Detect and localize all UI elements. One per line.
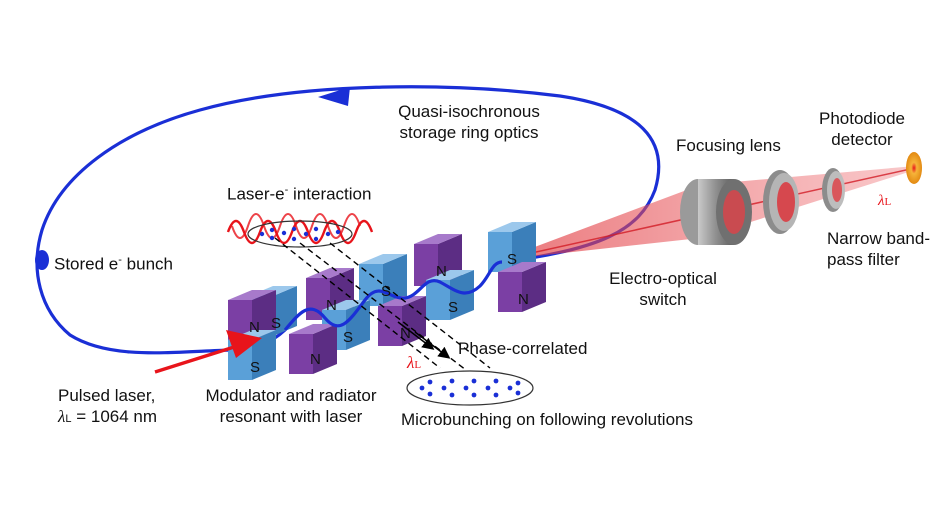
laser-e-text: Laser-e: [227, 184, 285, 204]
eo-switch-line2: switch: [639, 290, 687, 309]
wavelength-value: = 1064 nm: [71, 407, 158, 426]
phase-correlated-label: Phase-correlated: [458, 339, 588, 358]
phase-correlation-arrows: [397, 321, 451, 359]
ring-optics-line1: Quasi-isochronous: [398, 102, 540, 121]
magnet-block: [498, 262, 546, 312]
magnet-block: [289, 324, 337, 374]
stored-bunch-dot: [35, 250, 49, 270]
magnet-pole-label: N: [436, 263, 447, 280]
magnet-pole-label: N: [249, 319, 260, 336]
magnet-pole-label: S: [271, 315, 281, 332]
magnet-pole-label: S: [507, 251, 517, 268]
lambda-filter-label: λL: [878, 190, 891, 213]
storage-ring-beam-path: [35, 85, 661, 355]
photodiode-label: Photodiode detector: [812, 108, 912, 150]
lambda-symbol: λ: [407, 353, 415, 372]
ring-optics-line2: storage ring optics: [399, 123, 539, 142]
modulator-line2: resonant with laser: [219, 407, 363, 426]
lambda-subscript: L: [884, 196, 892, 208]
focusing-lens-label: Focusing lens: [676, 136, 781, 155]
modulator-label: Modulator and radiator resonant with las…: [196, 385, 386, 427]
focusing-lens-assembly: [680, 179, 752, 245]
photodiode-detector: [906, 152, 922, 184]
bandpass-ring-1: [763, 170, 799, 234]
lambda-subscript: L: [414, 359, 422, 371]
photodiode-line2: detector: [831, 130, 893, 149]
magnet-block: [426, 270, 474, 320]
modulator-line1: Modulator and radiator: [205, 386, 377, 405]
bunch-text: bunch: [121, 254, 173, 274]
laser-e-interaction-region: [226, 213, 374, 248]
ring-direction-arrow: [318, 87, 350, 106]
lambda-center-label: λL: [407, 352, 421, 376]
electron-superscript: -: [118, 254, 122, 266]
magnet-pole-label: N: [400, 325, 411, 342]
magnet-pole-label: S: [250, 359, 260, 376]
narrow-bandpass-filter: [822, 168, 845, 212]
magnet-block: [488, 222, 536, 272]
magnet-pole-label: S: [448, 299, 458, 316]
stored-e-text: Stored e: [54, 254, 119, 274]
pulsed-laser-line1: Pulsed laser,: [58, 386, 156, 405]
lambda-symbol: λ: [878, 193, 885, 209]
ring-optics-label: Quasi-isochronous storage ring optics: [384, 101, 554, 143]
eo-switch-line1: Electro-optical: [609, 269, 717, 288]
magnet-pole-label: N: [310, 351, 321, 368]
stored-bunch-label: Stored e- bunch: [54, 250, 173, 275]
pulsed-laser-arrow: [154, 330, 262, 374]
pulsed-laser-label: Pulsed laser, λL = 1064 nm: [58, 385, 157, 430]
lambda-subscript: L: [65, 413, 72, 425]
lambda-symbol: λ: [58, 407, 66, 426]
undulator-magnet-array: [228, 222, 546, 380]
eo-switch-label: Electro-optical switch: [588, 268, 738, 310]
narrow-filter-line2: pass filter: [827, 250, 900, 269]
microbunching-ellipse: [406, 370, 534, 406]
microbunching-label: Microbunching on following revolutions: [401, 410, 693, 429]
magnet-pole-label: N: [326, 297, 337, 314]
electron-superscript: -: [284, 184, 289, 196]
magnet-pole-label: S: [381, 283, 391, 300]
laser-e-interaction-label: Laser-e- interaction: [227, 180, 371, 205]
pulsed-laser-line2: λL = 1064 nm: [58, 406, 157, 430]
magnet-pole-label: N: [518, 291, 529, 308]
narrow-filter-label: Narrow band- pass filter: [827, 228, 930, 270]
magnet-pole-label: S: [343, 329, 353, 346]
photodiode-line1: Photodiode: [818, 109, 906, 128]
undulator-beam-path: [283, 260, 503, 332]
narrow-filter-line1: Narrow band-: [827, 229, 930, 248]
interaction-text: interaction: [288, 184, 372, 204]
